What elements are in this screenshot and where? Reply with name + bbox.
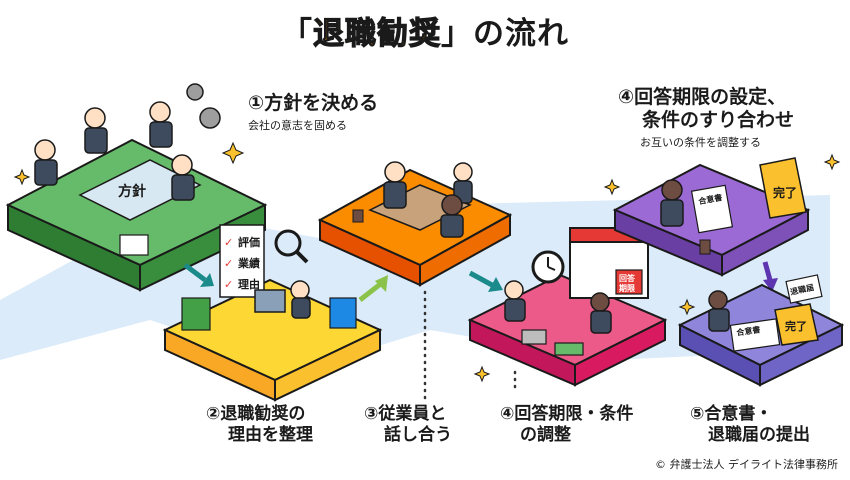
gear-icon [186,83,204,101]
step-4-label: ④回答期限・条件 の調整 [500,404,633,445]
step-2-label: ②退職勧奨の 理由を整理 [206,404,313,445]
arrow-down-icon [762,261,773,281]
step-1-title: ①方針を決める [248,92,379,114]
step-3-line-2: 話し合う [384,424,452,445]
binders-icon [329,297,357,329]
person-icon [441,194,463,216]
title-suffix: の流れ [473,16,569,52]
calendar-note: 期限 [619,283,635,293]
step-4-line-2: の調整 [520,424,571,445]
step-4b-subtitle: お互いの条件を調整する [640,136,761,150]
step-4b-line-1: ④回答期限の設定、 [618,86,787,108]
binders-icon [181,297,211,331]
platform-conditions: 合意書 完了 [612,157,811,277]
folder-icon [774,303,819,346]
person-icon [149,101,171,123]
policy-doc-label: 方針 [118,183,146,200]
person-icon [453,162,473,182]
sparkle-icon [823,153,841,171]
step-1-label: ①方針を決める 会社の意志を固める [248,92,378,133]
person-icon [290,280,310,300]
person-icon [504,280,524,300]
platform-submission: 合意書 退職届 完了 [677,274,845,387]
arrow-right-icon [468,270,494,288]
step-5-label: ⑤合意書・ 退職届の提出 [690,404,810,445]
arrow-right-icon [183,263,207,282]
person-icon [590,292,610,312]
platform-reasons: 評価 業績 理由 ✓ ✓ ✓ [162,224,383,402]
check-icon: ✓ [224,278,233,291]
stamp-icon [699,239,711,255]
step-1-subtitle: 会社の意志を固める [248,119,347,133]
step-4b-label: ④回答期限の設定、 条件のすり合わせ お互いの条件を調整する [618,86,794,150]
checklist-item: 理由 [238,277,260,291]
sparkle-icon [603,178,621,196]
person-icon [708,290,728,310]
step-3-line-1: ③従業員と [364,404,447,424]
folder-label: 完了 [785,319,807,333]
copyright-notice: © 弁護士法人 デイライト法律事務所 [655,458,838,471]
step-2-line-2: 理由を整理 [228,424,313,445]
gear-icon [199,107,221,129]
title-keyword: 退職勧奨 [312,15,441,52]
person-icon [34,139,56,161]
title-close: 」 [441,16,473,52]
folder-label: 完了 [773,185,797,200]
person-icon [171,154,193,176]
check-icon: ✓ [224,257,233,270]
monitor-icon [254,289,286,313]
sparkle-icon [221,141,245,165]
document-icon [119,234,149,256]
resignation-document [785,274,823,304]
person-icon [384,161,406,183]
person-icon [84,107,106,129]
folder-icon [759,157,807,219]
title-open: 「 [281,16,313,52]
step-5-line-1: ⑤合意書・ [690,404,773,424]
money-icon [554,342,584,356]
sparkle-icon [473,365,491,383]
person-icon [661,179,683,201]
cup-icon [352,209,364,223]
agreement-document [690,184,734,234]
calendar-note: 回答 [619,273,636,283]
magnifier-icon [274,229,302,257]
agreement-document [729,318,781,352]
resignation-doc-label: 退職届 [789,282,815,297]
step-2-line-1: ②退職勧奨の [206,404,306,424]
step-4-line-1: ④回答期限・条件 [500,404,634,424]
agreement-doc-label: 合意書 [735,324,761,337]
sparkle-decorations [13,141,841,383]
page-title: 「退職勧奨」の流れ [0,8,850,53]
step-5-line-2: 退職届の提出 [708,424,810,445]
checklist-item: 業績 [237,256,260,270]
checklist-item: 評価 [238,235,260,249]
agreement-doc-label: 合意書 [697,192,723,206]
checklist-board [219,224,265,298]
step-3-label: ③従業員と 話し合う [364,404,452,445]
calculator-icon [521,329,547,345]
check-icon: ✓ [224,236,233,249]
platform-meeting [317,161,513,287]
sparkle-icon [13,168,31,186]
step-4b-line-2: 条件のすり合わせ [642,109,795,132]
sparkle-icon [678,298,696,316]
